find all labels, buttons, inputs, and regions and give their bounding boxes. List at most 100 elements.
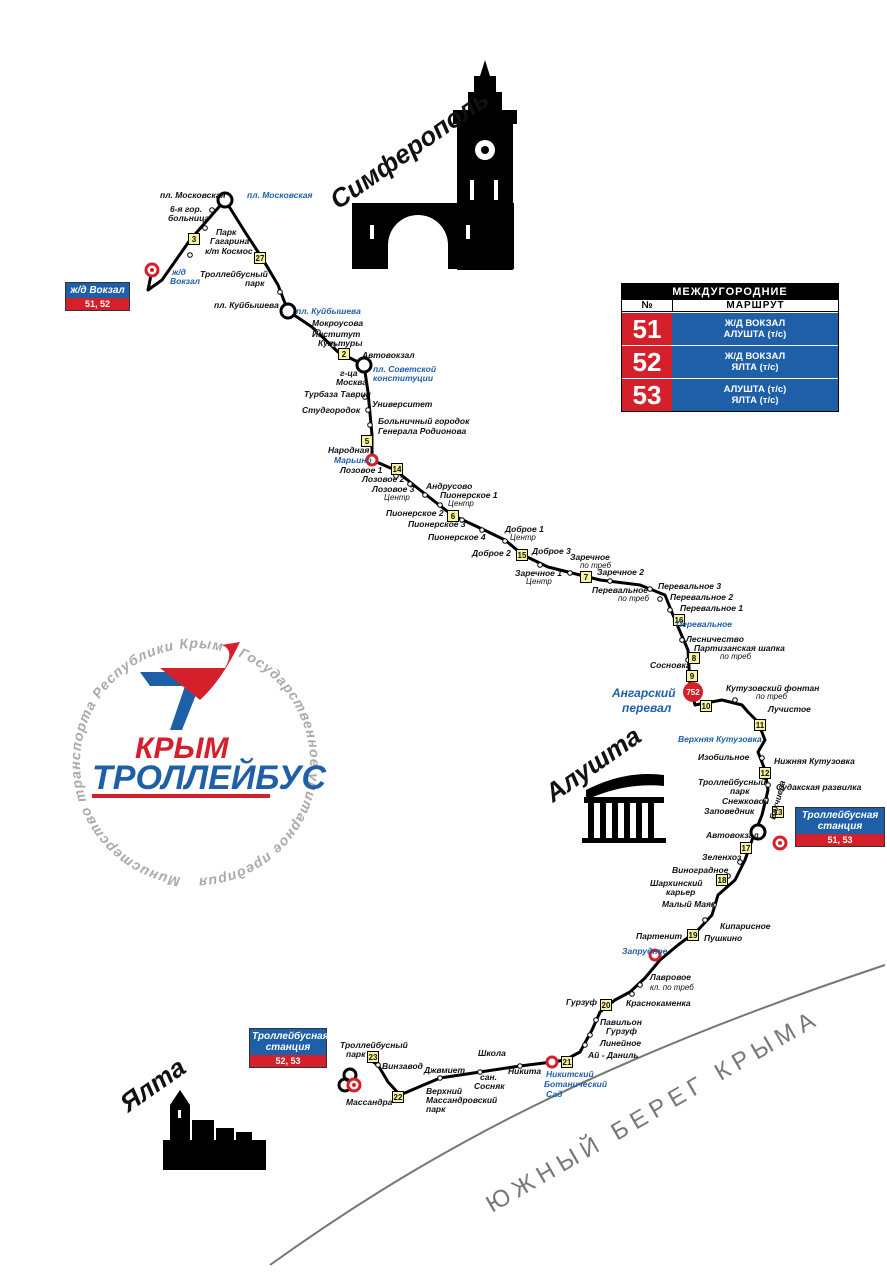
km-marker: 8 [688, 652, 700, 664]
stop-label: Пионерское 2 [386, 508, 444, 518]
stop-dot [362, 394, 368, 400]
terminal-name: Троллейбусная станция [796, 808, 884, 834]
km-marker: 3 [188, 233, 200, 245]
terminal-box-yalta[interactable]: Троллейбусная станция 52, 53 [249, 1028, 329, 1068]
stop-label: Сосновка [650, 660, 691, 670]
stop-label: Судакская развилка [776, 782, 862, 792]
stop-label: Университет [372, 399, 433, 409]
stop-label: Заречное [570, 552, 610, 562]
km-marker-label: 23 [369, 1053, 378, 1062]
stop-dot [629, 991, 635, 997]
stop-label: Автовокзал [361, 350, 415, 360]
stop-label: Андрусово [425, 481, 472, 491]
stop-dot [593, 1017, 599, 1023]
stop-dot [732, 697, 738, 703]
yalta-castle-icon [163, 1090, 266, 1170]
terminal-routes: 51, 52 [66, 298, 129, 310]
stop-label: Запрудное [622, 946, 668, 956]
stop-label: Верхний [426, 1086, 463, 1096]
stop-label: Народная [328, 445, 369, 455]
stop-label: Автовокзал [705, 830, 759, 840]
stop-label: Лозовое 1 [339, 465, 383, 475]
stop-label: Гурзуф [566, 997, 598, 1007]
stop-label: Доброе 3 [531, 546, 571, 556]
stop-label: Партенит [636, 931, 683, 941]
stop-label: Москва [336, 377, 367, 387]
km-marker-label: 16 [675, 616, 684, 625]
stop-label: Пионерское 3 [408, 519, 466, 529]
stop-label: Больничный городок [378, 416, 470, 426]
stop-label: сан. [480, 1072, 497, 1082]
stop-label: Павильон [600, 1017, 642, 1027]
stop-label: Снежковой [722, 796, 770, 806]
stop-dot [587, 1032, 593, 1038]
km-marker: 27 [254, 252, 266, 264]
stop-label: Лозовое 2 [361, 474, 405, 484]
terminal-box-vokzal[interactable]: ж/д Вокзал 51, 52 [65, 282, 130, 311]
stop-dot [667, 607, 673, 613]
terminal-name: ж/д Вокзал [66, 283, 129, 298]
stop-dot [459, 517, 465, 523]
stop-dot [657, 596, 663, 602]
stop-label: г-ца [340, 368, 358, 378]
stop-label: Кипарисное [720, 921, 771, 931]
km-marker-label: 13 [774, 808, 783, 817]
km-marker-label: 27 [256, 254, 265, 263]
km-marker: 21 [561, 1056, 573, 1068]
stop-label: Пушкино [704, 933, 742, 943]
route-desc: АЛУШТА (т/с)ЯЛТА (т/с) [672, 379, 838, 411]
route-row[interactable]: 53 АЛУШТА (т/с)ЯЛТА (т/с) [622, 378, 838, 411]
terminal-box-alushta[interactable]: Троллейбусная станция 51, 53 [795, 807, 885, 847]
stop-label: по треб [618, 594, 650, 603]
stop-label: Турбаза Таврия [304, 389, 371, 399]
km-marker-label: 11 [756, 721, 765, 730]
stop-labels: пл. Московская пл. Московская 6-я гор. б… [160, 190, 862, 1114]
stop-label: Центр [384, 493, 410, 502]
pass-name-line2: перевал [622, 701, 672, 715]
stop-label: по треб [720, 652, 752, 661]
stop-dot [517, 1063, 523, 1069]
stop-label: Винзавод [382, 1061, 423, 1071]
stop-dot [637, 982, 643, 988]
km-marker: 19 [687, 929, 699, 941]
stop-label: Ботанический [544, 1079, 608, 1089]
stop-label: Лучистое [767, 704, 811, 714]
logo: Министерство транспорта Республики Крым … [0, 0, 327, 891]
km-marker-label: 3 [192, 235, 197, 244]
stop-label: больница [168, 213, 209, 223]
route-number: 53 [622, 379, 672, 411]
km-marker-label: 5 [365, 437, 370, 446]
alushta-colonnade-icon [582, 774, 666, 843]
km-marker-label: 14 [393, 465, 402, 474]
stop-label: Перевальное 1 [680, 603, 743, 613]
stop-label: Массандровский [426, 1095, 498, 1105]
stop-dot [759, 755, 765, 761]
stop-dot [679, 637, 685, 643]
stop-dot [375, 1062, 381, 1068]
stop-label: Линейное [599, 1038, 641, 1048]
stop-label: 6-я гор. [170, 204, 202, 214]
stop-label: Парк [216, 227, 237, 237]
stop-label: Пионерское 4 [428, 532, 486, 542]
stop-label: Гурзуф [606, 1026, 638, 1036]
terminal-markers [144, 262, 788, 1093]
km-marker: 6 [447, 510, 459, 522]
km-marker-label: 2 [342, 350, 347, 359]
stop-label: пл. Московская [247, 190, 313, 200]
km-marker: 23 [367, 1051, 379, 1063]
stop-label: пл. Куйбышева [296, 306, 361, 316]
stop-label: пл. Советской [373, 364, 437, 374]
stop-label: Шархинский [650, 878, 703, 888]
km-marker: 12 [759, 767, 771, 779]
col-route: МАРШРУТ [726, 300, 785, 311]
route-number: 51 [622, 313, 672, 345]
stop-label: по треб [580, 561, 612, 570]
stop-label: Ай - Даниль [587, 1050, 638, 1060]
stop-label: парк [346, 1049, 366, 1059]
stop-dot [330, 342, 336, 348]
stop-label: Перевальное [592, 585, 648, 595]
